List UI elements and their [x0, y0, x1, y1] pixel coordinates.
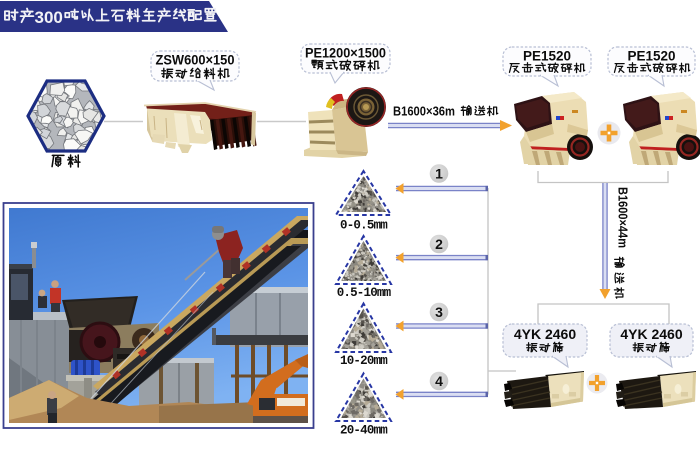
- svg-text:0.5-10mm: 0.5-10mm: [337, 286, 392, 300]
- svg-text:1: 1: [435, 166, 443, 182]
- svg-text:B1600×36m: B1600×36m: [393, 104, 455, 119]
- svg-text:PE1520: PE1520: [627, 49, 675, 64]
- svg-text:300: 300: [35, 8, 63, 27]
- svg-text:4: 4: [435, 373, 443, 389]
- svg-text:4YK 2460: 4YK 2460: [620, 326, 682, 342]
- svg-text:0-0.5mm: 0-0.5mm: [340, 219, 388, 233]
- svg-text:3: 3: [435, 304, 443, 320]
- svg-text:4YK 2460: 4YK 2460: [514, 326, 576, 342]
- svg-text:20-40mm: 20-40mm: [340, 424, 388, 438]
- svg-text:PE1520: PE1520: [523, 49, 571, 64]
- svg-text:2: 2: [435, 236, 443, 252]
- svg-text:10-20mm: 10-20mm: [340, 354, 388, 368]
- svg-text:ZSW600×150: ZSW600×150: [156, 53, 235, 68]
- svg-text:B1600×44m: B1600×44m: [616, 187, 630, 248]
- svg-text:PE1200×1500: PE1200×1500: [305, 46, 386, 61]
